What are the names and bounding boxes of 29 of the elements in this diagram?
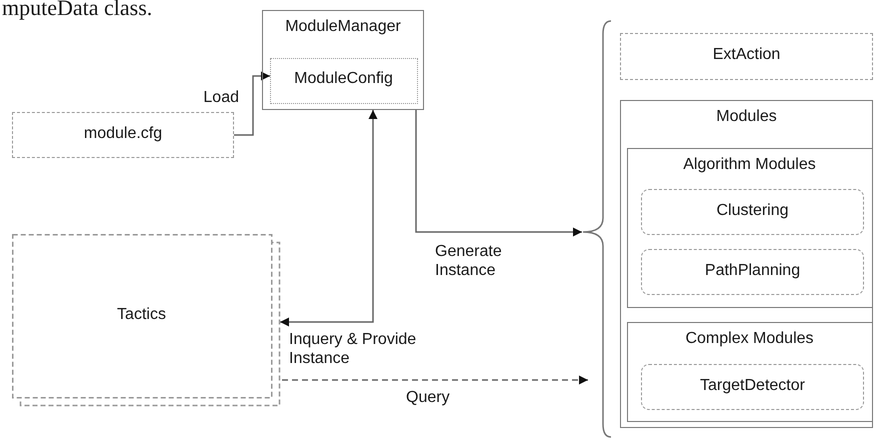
config-box: [270, 58, 418, 104]
node-label: Tactics: [116, 306, 167, 324]
text-fragment: mputeData class.: [2, 0, 152, 20]
arrow: [234, 72, 270, 136]
component-box: [620, 33, 873, 80]
group-box: [626, 322, 872, 422]
module-box: [641, 364, 864, 410]
component-box: [262, 10, 424, 110]
container-box: [620, 100, 873, 428]
stacked-box: [12, 234, 280, 406]
edge-label: Query: [405, 388, 451, 407]
node-label: TargetDetector: [699, 376, 806, 394]
node-label: Clustering: [715, 202, 790, 220]
arrow: [282, 376, 588, 384]
module-box: [641, 249, 864, 295]
node-label: Complex Modules: [684, 330, 815, 348]
module-box: [641, 189, 864, 235]
node-label: module.cfg: [82, 124, 164, 142]
group-box: [626, 148, 872, 308]
node-label: ModuleConfig: [293, 70, 394, 88]
file-box: [12, 112, 234, 158]
node-label: Algorithm Modules: [682, 156, 817, 174]
curly-brace: [582, 20, 612, 438]
node-label: ModuleManager: [284, 18, 402, 36]
node-label: Modules: [715, 108, 778, 126]
arrow: [415, 110, 582, 236]
node-label: PathPlanning: [704, 262, 802, 280]
arrow: [280, 110, 378, 326]
node-label: ExtAction: [712, 46, 782, 64]
